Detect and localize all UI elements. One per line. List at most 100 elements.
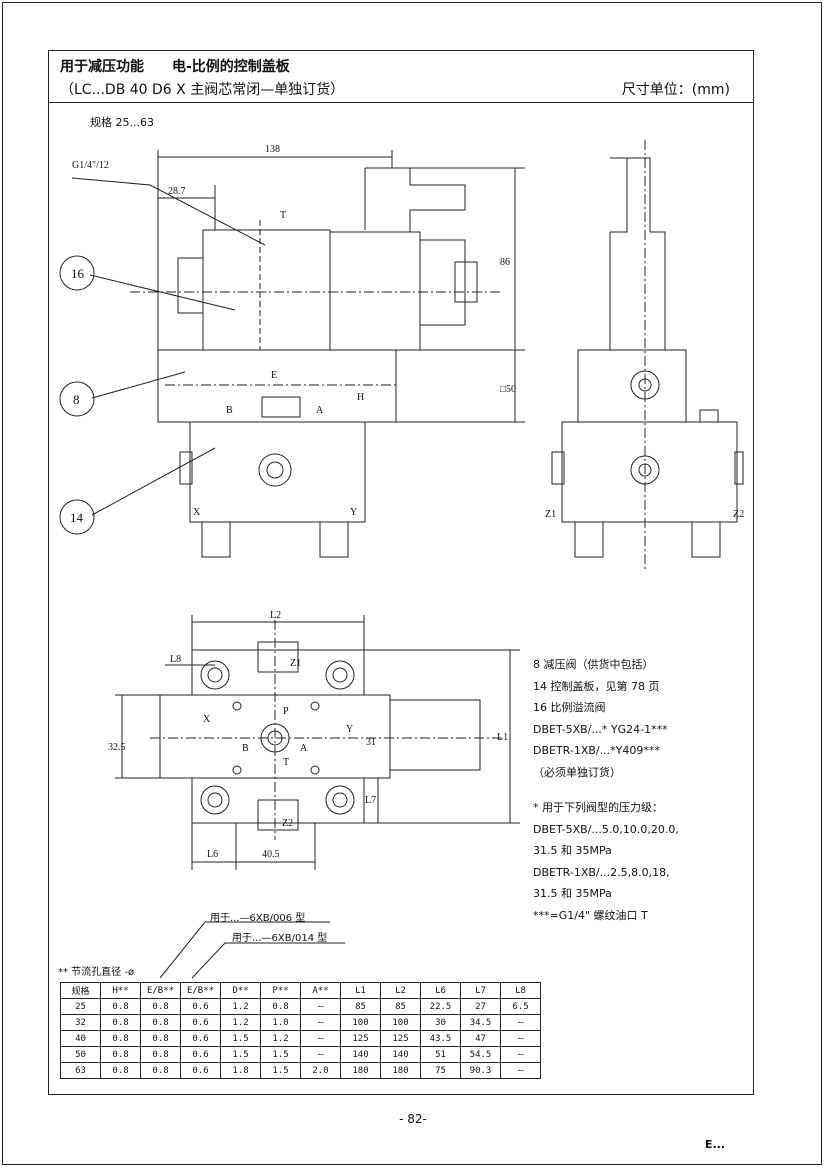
callout-circle-14 bbox=[59, 499, 95, 535]
fitting-z1 bbox=[574, 521, 604, 558]
label-dim-l6: L6 bbox=[207, 849, 218, 860]
plan-view bbox=[115, 615, 520, 870]
label-port-e: E bbox=[271, 370, 277, 381]
table-header-cell: L7 bbox=[460, 982, 501, 999]
table-cell: 100 bbox=[340, 1014, 381, 1031]
table-cell: 1.2 bbox=[260, 1030, 301, 1047]
end-solenoid-outline bbox=[609, 157, 666, 351]
table-cell: 40 bbox=[60, 1030, 101, 1047]
fitting-x bbox=[201, 521, 231, 558]
legend-line: 31.5 和 35MPa bbox=[533, 887, 612, 900]
label-dim-86: 86 bbox=[500, 257, 510, 268]
solenoid-coil bbox=[329, 231, 421, 351]
label-port-x: X bbox=[193, 507, 201, 518]
callout-circle-16 bbox=[59, 255, 95, 291]
table-cell: 180 bbox=[340, 1062, 381, 1079]
legend-line: * 用于下列阀型的压力级： bbox=[533, 801, 663, 814]
leader-note-014 bbox=[191, 942, 345, 979]
label-port-thread: G1/4"/12 bbox=[72, 160, 109, 171]
legend-line: DBET-5XB/...5.0,10.0,20.0, bbox=[533, 822, 679, 836]
table-cell: 1.5 bbox=[260, 1046, 301, 1063]
table-cell: — bbox=[500, 1046, 541, 1063]
label-plan-port-p: P bbox=[283, 706, 289, 717]
table-header-cell: L6 bbox=[420, 982, 461, 999]
label-dim-32-5: 32.5 bbox=[108, 742, 126, 753]
table-row: 25 0.8 0.8 0.6 1.2 0.8 — 85 85 22.5 27 6… bbox=[60, 998, 541, 1015]
table-cell: 0.8 bbox=[140, 1030, 181, 1047]
table-cell: 0.8 bbox=[140, 1062, 181, 1079]
label-dim-40-5: 40.5 bbox=[262, 849, 280, 860]
table-row: 40 0.8 0.8 0.6 1.5 1.2 — 125 125 43.5 47… bbox=[60, 1030, 541, 1047]
legend-line: DBET-5XB/...* YG24-1*** bbox=[533, 722, 668, 736]
table-cell: 0.8 bbox=[100, 1030, 141, 1047]
control-cover bbox=[189, 421, 366, 523]
table-cell: 47 bbox=[460, 1030, 501, 1047]
content-frame bbox=[48, 50, 754, 1095]
header-divider bbox=[48, 102, 754, 103]
label-dim-138: 138 bbox=[265, 144, 280, 155]
valve-port-box bbox=[261, 396, 301, 418]
table-cell: 34.5 bbox=[460, 1014, 501, 1031]
legend-line: 14 控制盖板，见第 78 页 bbox=[533, 679, 660, 693]
label-dim-l1: L1 bbox=[497, 732, 508, 743]
table-header-cell: A** bbox=[300, 982, 341, 999]
table-header-cell: L2 bbox=[380, 982, 421, 999]
table-cell: 0.8 bbox=[100, 1046, 141, 1063]
table-cell: 0.6 bbox=[180, 998, 221, 1015]
table-cell: 1.8 bbox=[220, 1062, 261, 1079]
table-cell: 1.2 bbox=[220, 1014, 261, 1031]
end-valve-block bbox=[577, 349, 687, 423]
table-cell: — bbox=[500, 1030, 541, 1047]
table-cell: 180 bbox=[380, 1062, 421, 1079]
table-header-cell: L8 bbox=[500, 982, 541, 999]
table-cell: 125 bbox=[340, 1030, 381, 1047]
legend-line: 16 比例溢流阀 bbox=[533, 701, 606, 714]
table-note-006: 用于...—6XB/006 型 bbox=[210, 913, 306, 924]
end-control-cover bbox=[561, 421, 738, 523]
corner-mark: E... bbox=[705, 1138, 726, 1151]
fitting-z2 bbox=[691, 521, 721, 558]
leader-14 bbox=[91, 447, 216, 516]
table-cell: 1.5 bbox=[260, 1062, 301, 1079]
label-dim-l7: L7 bbox=[365, 795, 376, 806]
table-row: 63 0.8 0.8 0.6 1.8 1.5 2.0 180 180 75 90… bbox=[60, 1062, 541, 1079]
table-cell: 27 bbox=[460, 998, 501, 1015]
table-cell: 1.0 bbox=[260, 1014, 301, 1031]
label-port-a: A bbox=[316, 405, 324, 416]
fitting-y bbox=[319, 521, 349, 558]
table-cell: 32 bbox=[60, 1014, 101, 1031]
label-port-b: B bbox=[226, 405, 233, 416]
table-cell: 0.8 bbox=[140, 998, 181, 1015]
plan-port-z1 bbox=[257, 641, 299, 673]
legend: 8 减压阀（供货中包括） 14 控制盖板，见第 78 页 16 比例溢流阀 DB… bbox=[533, 654, 679, 926]
label-plan-port-t: T bbox=[283, 757, 289, 768]
table-header-cell: 规格 bbox=[60, 982, 101, 999]
label-dim-l8: L8 bbox=[170, 654, 181, 665]
table-cell: 75 bbox=[420, 1062, 461, 1079]
table-cell: 0.8 bbox=[140, 1014, 181, 1031]
table-header-cell: H** bbox=[100, 982, 141, 999]
table-cell: 0.8 bbox=[100, 998, 141, 1015]
legend-line: 31.5 和 35MPa bbox=[533, 844, 612, 857]
table-cell: 43.5 bbox=[420, 1030, 461, 1047]
label-callout-14: 14 bbox=[70, 510, 84, 525]
table-cell: 30 bbox=[420, 1014, 461, 1031]
table-cell: — bbox=[300, 1046, 341, 1063]
legend-line: （必须单独订货） bbox=[533, 765, 621, 779]
table-cell: 0.6 bbox=[180, 1062, 221, 1079]
label-plan-port-y: Y bbox=[346, 724, 353, 735]
table-cell: 100 bbox=[380, 1014, 421, 1031]
plan-port-z2 bbox=[257, 799, 299, 831]
table-cell: 63 bbox=[60, 1062, 101, 1079]
leader-16 bbox=[89, 274, 236, 311]
table-cell: 54.5 bbox=[460, 1046, 501, 1063]
label-callout-8: 8 bbox=[73, 392, 80, 407]
table-header-cell: E/B** bbox=[140, 982, 181, 999]
table-cell: 25 bbox=[60, 998, 101, 1015]
label-plan-port-b: B bbox=[242, 743, 249, 754]
table-cell: 2.0 bbox=[300, 1062, 341, 1079]
connector-housing bbox=[419, 239, 466, 326]
table-cell: 140 bbox=[340, 1046, 381, 1063]
